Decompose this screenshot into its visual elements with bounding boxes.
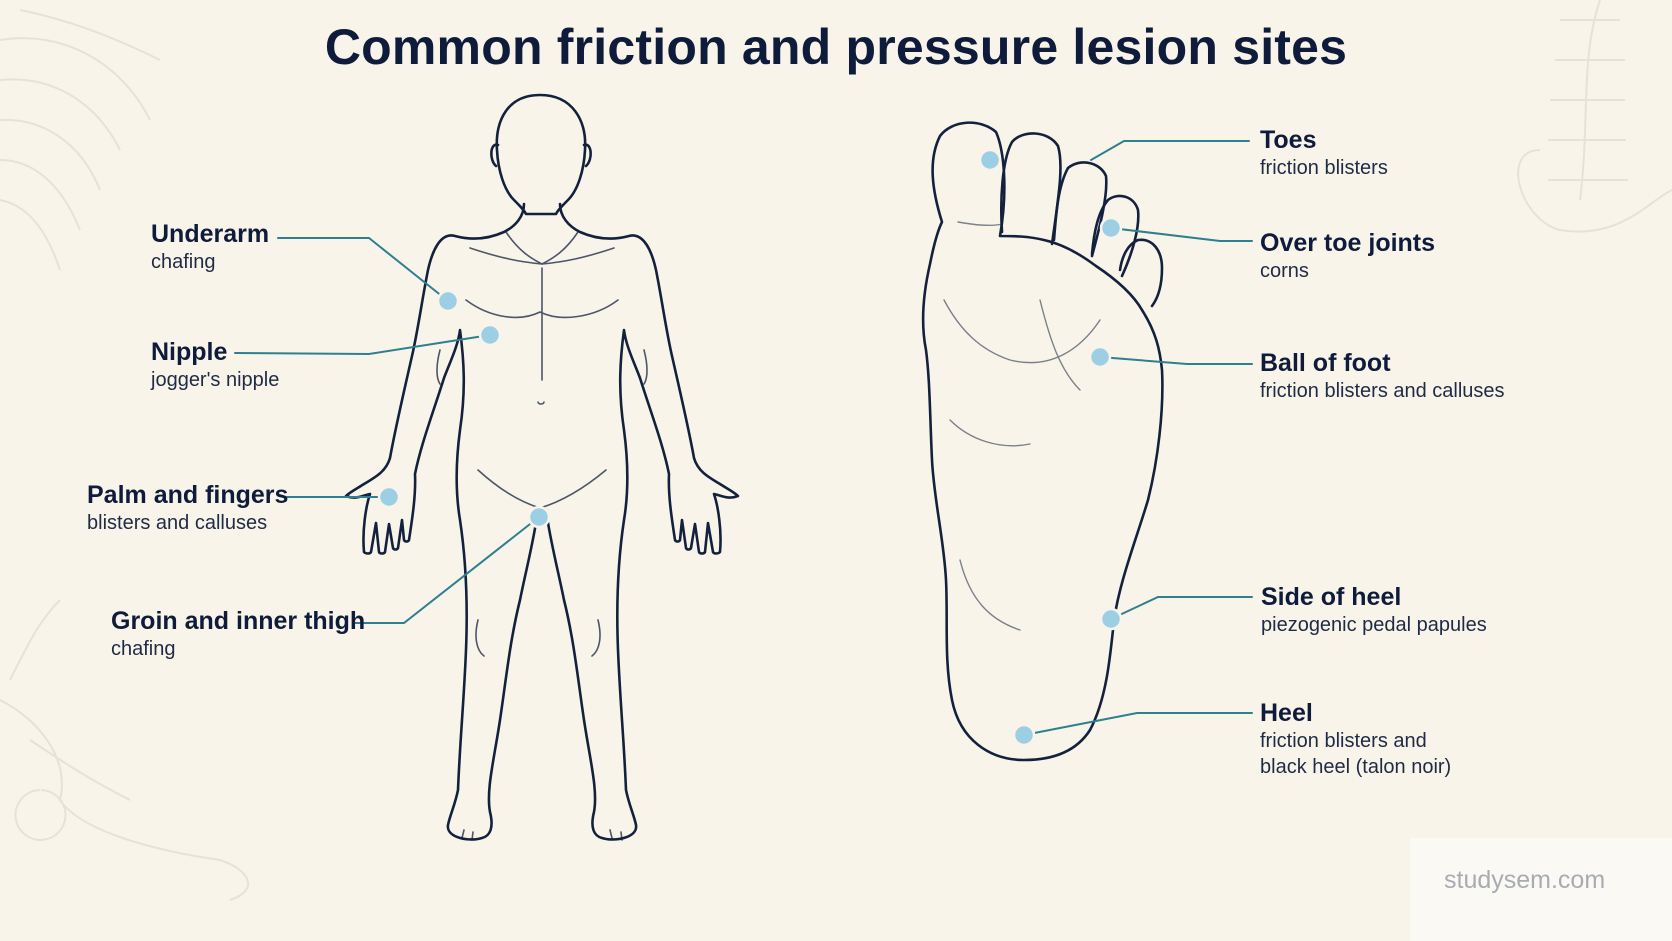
leader-toe-joints: [1110, 227, 1253, 242]
label-ball-sub: friction blisters and calluses: [1260, 380, 1505, 402]
lesion-markers: [377, 148, 1123, 747]
label-palm-heading: Palm and fingers: [87, 481, 289, 509]
toe-2-outline: [1000, 132, 1062, 246]
head-outline: [495, 93, 587, 216]
label-toes: Toes friction blisters: [1260, 125, 1388, 181]
sketch-foot-bottom-left: [0, 599, 250, 901]
label-side-heel-sub: piezogenic pedal papules: [1261, 614, 1487, 636]
label-nipple-heading: Nipple: [151, 338, 228, 366]
leader-underarm: [277, 237, 449, 302]
label-side-heel-heading: Side of heel: [1261, 583, 1402, 611]
page-title: Common friction and pressure lesion site…: [324, 19, 1348, 75]
toe-4-outline: [1090, 194, 1140, 278]
marker-toe-joints: [1099, 216, 1123, 240]
label-groin-heading: Groin and inner thigh: [111, 607, 366, 635]
ear-left-outline: [490, 143, 500, 168]
leader-groin: [352, 516, 540, 624]
label-toe-joints-sub: corns: [1260, 260, 1309, 282]
marker-toes: [978, 148, 1002, 172]
toe-5-outline: [1118, 238, 1164, 308]
label-heel-sub-line2: black heel (talon noir): [1260, 756, 1452, 778]
label-toe-joints-heading: Over toe joints: [1260, 229, 1436, 257]
label-nipple: Nipple jogger's nipple: [151, 337, 279, 393]
label-groin-sub: chafing: [111, 638, 176, 660]
ear-right-outline: [582, 143, 592, 168]
label-nipple-sub: jogger's nipple: [151, 369, 280, 391]
marker-palm: [377, 485, 401, 509]
label-ball-heading: Ball of foot: [1260, 349, 1391, 377]
sketch-ribcage-top-left: [0, 9, 161, 271]
marker-groin: [527, 505, 551, 529]
label-palm: Palm and fingers blisters and calluses: [87, 480, 288, 536]
foot-outline: [921, 121, 1164, 762]
marker-underarm: [436, 289, 460, 313]
marker-side-heel: [1099, 607, 1123, 631]
body-figure: [344, 93, 740, 841]
label-underarm: Underarm chafing: [151, 219, 269, 275]
label-heel: Heel friction blisters and black heel (t…: [1260, 698, 1451, 780]
label-toe-joints: Over toe joints corns: [1260, 228, 1435, 284]
leader-side-heel: [1110, 596, 1253, 620]
leader-toes: [1090, 140, 1250, 161]
label-toes-sub: friction blisters: [1260, 157, 1388, 179]
sketch-spine-top-right: [1517, 0, 1672, 233]
watermark-background: [1410, 838, 1672, 941]
label-heel-heading: Heel: [1260, 699, 1313, 727]
label-groin: Groin and inner thigh chafing: [111, 606, 365, 662]
foot-detail-lines: [943, 221, 1101, 631]
label-palm-sub: blisters and calluses: [87, 512, 268, 534]
label-side-heel: Side of heel piezogenic pedal papules: [1261, 582, 1487, 638]
label-heel-sub-line1: friction blisters and: [1260, 730, 1427, 752]
label-underarm-heading: Underarm: [151, 220, 270, 248]
label-underarm-sub: chafing: [151, 251, 216, 273]
watermark: studysem.com: [1444, 866, 1606, 894]
leader-heel: [1023, 712, 1253, 736]
leader-nipple: [234, 334, 491, 356]
toe-3-outline: [1052, 161, 1108, 258]
foot-sole: [921, 121, 1164, 762]
marker-heel: [1012, 723, 1036, 747]
body-detail-lines: [436, 231, 648, 841]
leader-lines: [234, 140, 1253, 736]
leader-ball: [1099, 356, 1253, 365]
marker-nipple: [478, 323, 502, 347]
label-ball: Ball of foot friction blisters and callu…: [1260, 348, 1505, 404]
marker-ball: [1088, 345, 1112, 369]
label-toes-heading: Toes: [1260, 126, 1317, 154]
decorative-skeleton-sketches: [0, 0, 1672, 901]
